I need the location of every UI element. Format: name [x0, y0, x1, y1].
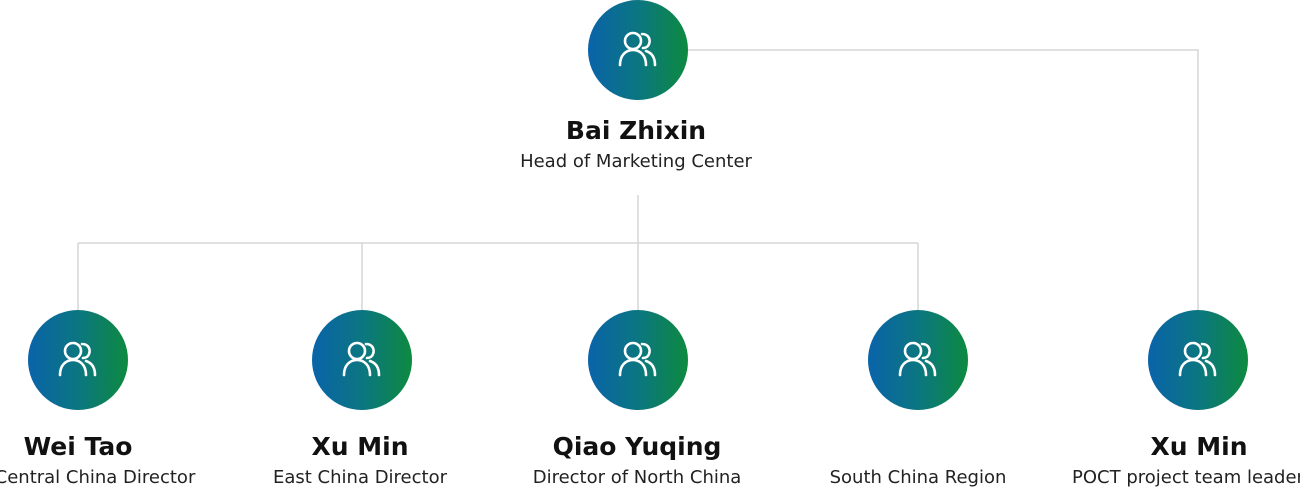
member-avatar: [28, 310, 128, 410]
member-name: Wei Tao: [23, 432, 133, 461]
head-name: Bai Zhixin: [565, 116, 707, 145]
people-icon: [342, 341, 381, 377]
connector-to-poct-leader: [688, 49, 1199, 310]
member-title: Central China Director: [0, 467, 196, 488]
people-icon: [618, 341, 657, 377]
member-title: East China Director: [272, 467, 448, 488]
member-title: South China Region: [829, 467, 1007, 488]
member-title: POCT project team leader: [1072, 467, 1300, 488]
people-icon: [1178, 341, 1217, 377]
people-icon: [618, 31, 657, 67]
member-name: Qiao Yuqing: [552, 432, 722, 461]
member-avatar: [588, 310, 688, 410]
member-avatar: [868, 310, 968, 410]
member-name: Xu Min: [311, 432, 409, 461]
member-avatar: [1148, 310, 1248, 410]
people-icon: [58, 341, 97, 377]
head-title: Head of Marketing Center: [520, 151, 752, 172]
head-avatar: [588, 0, 688, 100]
people-icon: [898, 341, 937, 377]
member-title: Director of North China: [532, 467, 742, 488]
member-name: Xu Min: [1150, 432, 1248, 461]
member-avatar: [312, 310, 412, 410]
